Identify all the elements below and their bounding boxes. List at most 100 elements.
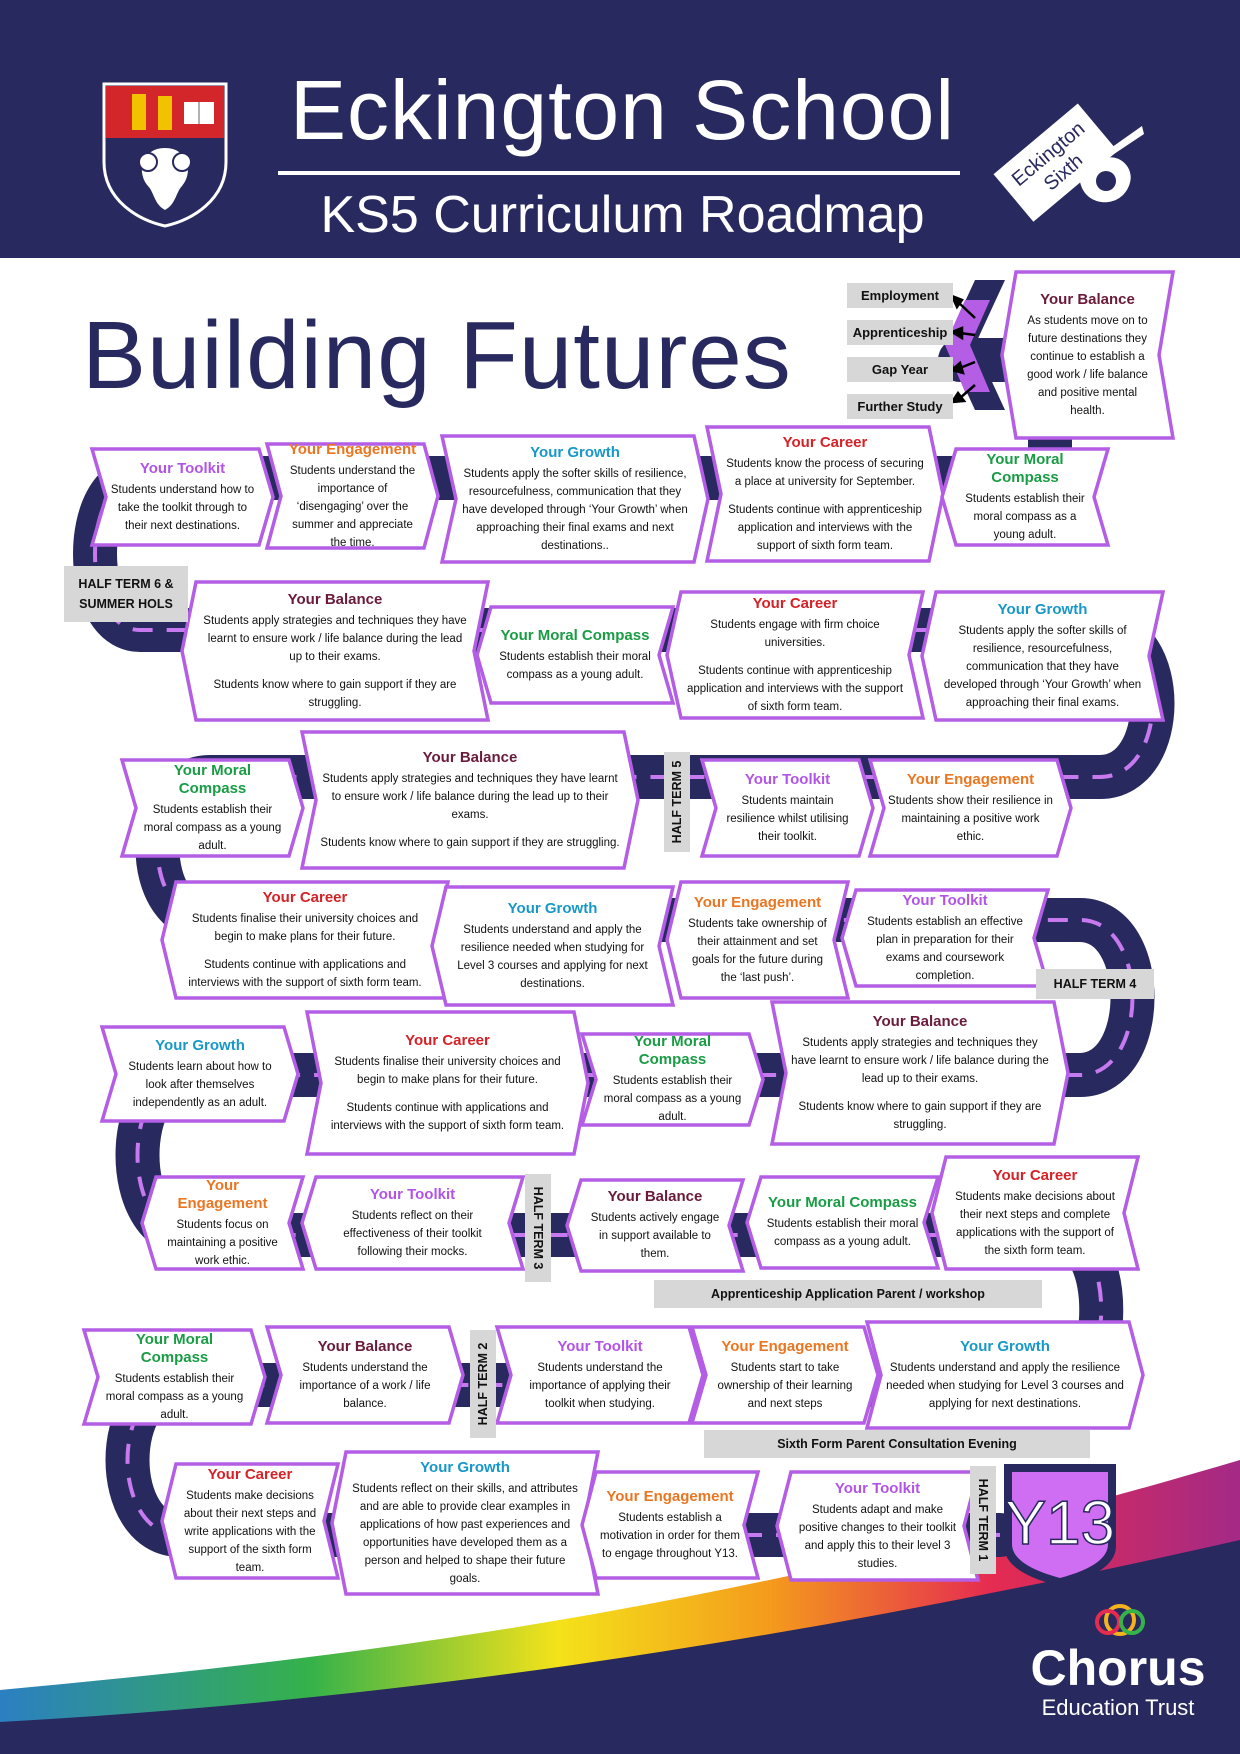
stage-title: Your Career (262, 888, 348, 906)
stage-description: Students engage with firm choice univers… (710, 618, 880, 649)
half-term-2-label: HALF TERM 2 (470, 1330, 496, 1438)
chevron-shape (119, 758, 305, 858)
stage-description: Students actively engage in support avai… (590, 1212, 720, 1260)
stage-description: Students continue with applications and … (330, 1101, 565, 1132)
chevron-shape (430, 885, 676, 1007)
chorus-trust-subtitle: Education Trust (1041, 1695, 1195, 1720)
main-title: Building Futures (82, 302, 792, 409)
stage-title: Your Growth (155, 1036, 245, 1054)
y13-badge: Y13 (1004, 1464, 1116, 1586)
stage-title: Your Toolkit (834, 1479, 921, 1497)
chevron-shape (704, 425, 945, 563)
stage-title: Your Toolkit (557, 1337, 643, 1355)
stage-title: Your Toolkit (744, 770, 831, 788)
chevron-shape (300, 1175, 526, 1271)
chevron-shape (867, 758, 1073, 858)
apprenticeship-workshop-event: Apprenticeship Application Parent / work… (654, 1280, 1042, 1308)
stage-description: Students finalise their university choic… (191, 912, 419, 943)
stage-description: Students show their resilience in mainta… (888, 794, 1053, 843)
half-term-1-label: HALF TERM 1 (970, 1466, 996, 1574)
stage-title: Your Growth (530, 443, 620, 461)
stage-description: Students continue with apprenticeship ap… (686, 664, 904, 713)
stage-description: Students know where to gain support if t… (320, 836, 620, 849)
chevron-shape (494, 1325, 705, 1425)
chevron-shape (264, 1325, 465, 1425)
chevron-shape (99, 1025, 300, 1123)
stage-title: Your Moral Compass (986, 450, 1064, 486)
stage-description: Students establish their moral compass a… (143, 803, 282, 852)
parent-consultation-event: Sixth Form Parent Consultation Evening (704, 1430, 1090, 1458)
stage-title: Your Growth (507, 899, 598, 917)
stage-title: Your Career (207, 1465, 293, 1483)
stage-description: Students start to take ownership of thei… (717, 1361, 853, 1410)
stage-description: Students reflect on their effectiveness … (343, 1209, 482, 1258)
stage-description: Students apply the softer skills of resi… (462, 467, 688, 552)
stage-title: Your Balance (1040, 290, 1135, 308)
stage-title: Your Engagement (721, 1337, 849, 1355)
stage-description: Students understand how to take the tool… (110, 483, 255, 532)
stage-description: Students finalise their university choic… (334, 1055, 561, 1086)
chevron-shape (180, 580, 491, 722)
stage-description: Students apply strategies and techniques… (791, 1036, 1049, 1085)
chevron-shape (699, 758, 875, 858)
stage-description: Students understand the importance of ap… (529, 1361, 671, 1410)
stage-description: Students apply strategies and techniques… (322, 772, 618, 821)
stage-title: Your Engagement (288, 440, 417, 458)
school-name: Eckington School (289, 63, 956, 157)
stage-title: Your Engagement (177, 1176, 268, 1212)
chevron-shape (920, 590, 1166, 722)
roadmap-title: KS5 Curriculum Roadmap (320, 186, 925, 244)
stage-title: Your Career (405, 1031, 490, 1049)
stage-title: Your Growth (960, 1337, 1050, 1355)
stage-description: Students understand and apply the resili… (886, 1361, 1124, 1410)
stage-description: Students understand and apply the resili… (457, 923, 648, 990)
chevron-shape (304, 1010, 590, 1156)
stage-description: Students learn about how to look after t… (128, 1060, 272, 1109)
school-crest-icon (102, 82, 228, 228)
stage-description: Students know where to gain support if t… (213, 678, 457, 709)
stage-description: Students reflect on their skills, and at… (352, 1482, 578, 1585)
stage-title: Your Toolkit (369, 1185, 456, 1203)
stage-title: Your Engagement (606, 1487, 734, 1505)
stage-description: Students apply strategies and techniques… (203, 614, 467, 663)
stage-description: Students apply the softer skills of resi… (943, 624, 1142, 709)
